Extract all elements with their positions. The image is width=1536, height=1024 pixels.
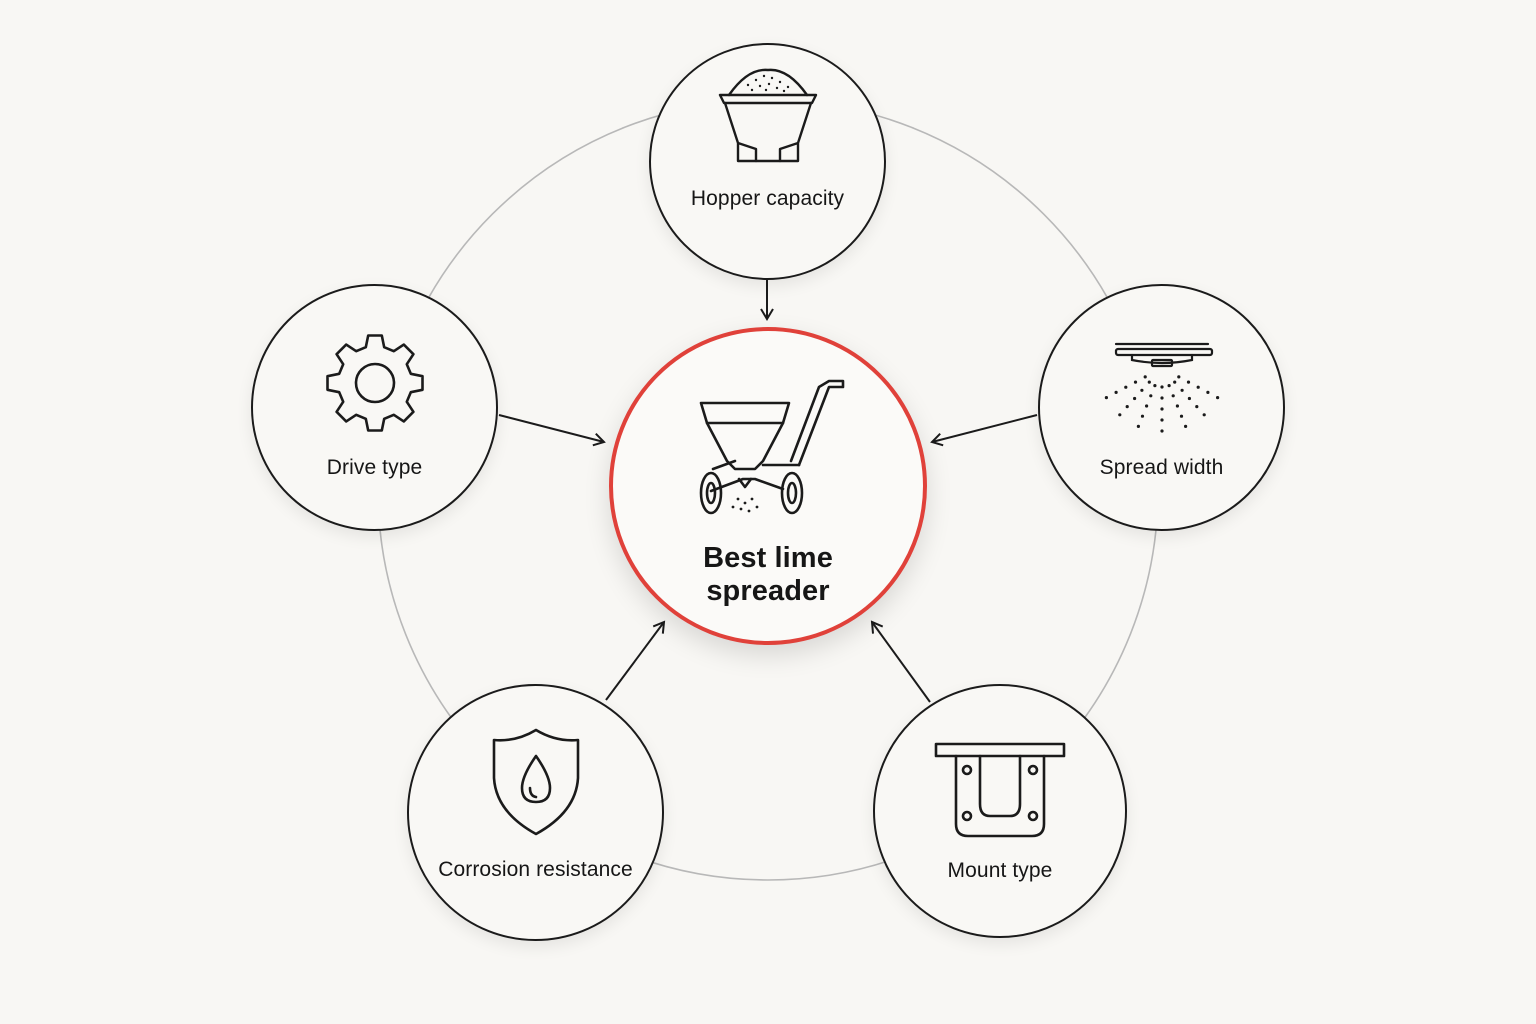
spray-dot xyxy=(1202,413,1206,417)
spray-dot xyxy=(1171,394,1175,398)
spray-dot xyxy=(1123,385,1127,389)
factor-label: Drive type xyxy=(326,456,423,479)
spray-dot xyxy=(1159,429,1164,433)
spray-dot xyxy=(1143,375,1147,379)
arrow-corrosion-to-center xyxy=(605,620,666,701)
spray-dot xyxy=(1147,380,1151,384)
factor-node-hopper-capacity: Hopper capacity xyxy=(649,43,886,280)
spray-dot xyxy=(1133,380,1137,384)
arrow-drive-to-center xyxy=(498,414,606,447)
arrow-mount-to-center xyxy=(870,620,931,703)
factor-label: Mount type xyxy=(947,859,1053,882)
center-label-line2: spreader xyxy=(706,575,830,607)
spray-dot xyxy=(1104,396,1108,400)
spray-dot xyxy=(1159,407,1164,411)
spray-dot xyxy=(1194,405,1198,409)
factor-node-drive-type: Drive type xyxy=(251,284,498,531)
spray-dot xyxy=(1114,390,1118,394)
spray-dot xyxy=(1172,380,1176,384)
spray-dot xyxy=(1187,396,1191,401)
factor-label: Hopper capacity xyxy=(690,187,845,210)
spray-dot xyxy=(1140,414,1144,418)
spray-dot xyxy=(1180,388,1184,392)
mount-bracket-icon xyxy=(934,742,1066,838)
spray-dot xyxy=(1159,385,1164,389)
spray-dot xyxy=(1196,385,1200,389)
spray-dot xyxy=(1159,396,1164,400)
spray-dot xyxy=(1167,384,1171,388)
spray-dot xyxy=(1132,396,1136,401)
spray-disc-icon xyxy=(1104,342,1219,433)
spray-dot xyxy=(1125,405,1129,409)
spray-dot xyxy=(1176,375,1180,379)
spray-dot xyxy=(1215,396,1219,400)
spray-dot xyxy=(1179,414,1183,418)
center-label-line1: Best lime xyxy=(703,542,833,574)
lime-spreader-icon xyxy=(699,379,845,515)
spray-dot xyxy=(1159,418,1164,422)
spray-dot xyxy=(1186,380,1190,384)
spray-dot xyxy=(1144,404,1148,408)
spray-dot xyxy=(1183,424,1187,428)
factor-node-mount-type: Mount type xyxy=(873,684,1127,938)
factor-label: Corrosion resistance xyxy=(438,858,633,881)
spray-dot xyxy=(1148,394,1152,398)
spray-dot xyxy=(1205,390,1209,394)
arrow-spread-to-center xyxy=(930,414,1038,447)
center-label: Best lime spreader xyxy=(613,542,923,608)
spray-dot xyxy=(1117,413,1121,417)
shield-drop-icon xyxy=(492,728,579,836)
spray-dot xyxy=(1175,404,1179,408)
factor-node-corrosion-resistance: Corrosion resistance xyxy=(407,684,664,941)
spray-dot xyxy=(1139,388,1143,392)
factor-label: Spread width xyxy=(1099,456,1224,479)
center-node-best-lime-spreader: Best lime spreader xyxy=(609,327,927,645)
gear-icon xyxy=(325,334,424,432)
hopper-icon xyxy=(718,68,817,163)
spray-dot xyxy=(1152,384,1156,388)
factor-node-spread-width: Spread width xyxy=(1038,284,1285,531)
spray-dot xyxy=(1136,424,1140,428)
